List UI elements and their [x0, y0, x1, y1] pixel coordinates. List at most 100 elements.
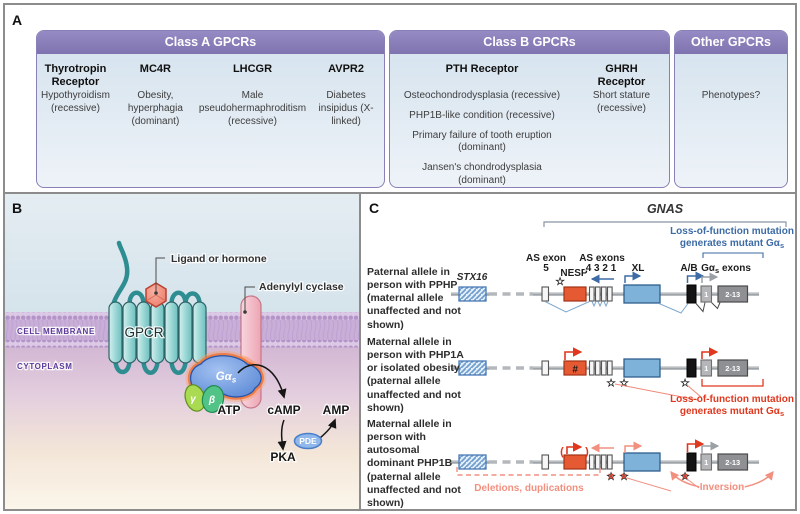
blue-note-bracket	[702, 252, 764, 258]
pde-enzyme	[293, 432, 323, 450]
phenotype: Male pseudohermaphroditism (recessive)	[198, 90, 307, 127]
star-cross-mark: ×	[608, 471, 614, 483]
mutation-star: ☆	[619, 471, 629, 483]
receptor-name: AVPR2	[328, 63, 364, 75]
panel-c-label: C	[369, 200, 380, 216]
camp-label: cAMP	[267, 403, 300, 417]
phenotype: Short stature (recessive)	[592, 90, 651, 114]
red-note-sub: s	[780, 409, 784, 418]
gamma-label: γ	[190, 394, 197, 405]
receptor-name: LHCGR	[232, 63, 273, 75]
inversion-label: Inversion	[700, 482, 744, 493]
gas-promoter-arrow	[701, 272, 719, 283]
receptor-name: GHRH Receptor	[597, 63, 646, 88]
mutation-star: ☆	[606, 471, 616, 483]
nesp-label: NESP	[560, 268, 588, 279]
panel-a-label: A	[12, 12, 23, 28]
ligand-label: Ligand or hormone	[171, 253, 267, 265]
red-connector-lines	[614, 383, 702, 401]
pka-label: PKA	[270, 450, 296, 464]
as-exons-numbers: 4 3 2 1	[586, 263, 617, 274]
column-other: Phenotypes?	[675, 60, 787, 110]
other-gpcrs-table: Other GPCRs Phenotypes?	[674, 30, 788, 188]
cell-membrane-label: CELL MEMBRANE	[17, 327, 95, 336]
phenotype: Jansen's chondrodysplasia (dominant)	[422, 162, 542, 186]
xl-label: XL	[632, 263, 645, 274]
xl-promoter-arrow	[624, 271, 642, 283]
mutation-stars: ☆ ☆ ☆	[606, 378, 690, 390]
as-exon-number: 5	[543, 263, 549, 274]
ac-pointer-dot	[243, 310, 247, 314]
row2-allele-description: Maternal allele in person with PHP1A or …	[367, 336, 464, 414]
phenotype: Primary failure of tooth eruption (domin…	[412, 129, 552, 154]
column-ghrh: GHRH Receptor Short stature (recessive)	[574, 60, 669, 187]
phenotype: Osteochondrodysplasia (recessive)	[403, 90, 561, 101]
salmon-connector-lines	[626, 477, 700, 492]
gas-sub-text: s	[715, 266, 719, 275]
receptor-name	[679, 60, 783, 90]
class-a-table: Class A GPCRs Thyrotropin Receptor Hypot…	[36, 30, 385, 188]
column-lhcgr: LHCGR Male pseudohermaphroditism (recess…	[197, 60, 308, 135]
ligand-pointer-dot	[154, 291, 158, 295]
pde-label: PDE	[299, 436, 317, 446]
nesp-conditional-arrow	[566, 442, 583, 454]
gnas-gene-title: GNAS	[647, 202, 684, 216]
column-thyrotropin: Thyrotropin Receptor Hypothyroidism (rec…	[37, 60, 114, 135]
figure-border	[3, 3, 797, 511]
pde-to-amp-arrow	[319, 418, 337, 439]
splicing-lines-dark	[695, 302, 721, 313]
stx16-label: STX16	[457, 272, 488, 283]
paren-open: (	[560, 446, 564, 458]
phenotype: Hypothyroidism (recessive)	[41, 90, 110, 114]
signaling-arrows	[237, 364, 337, 451]
row1-allele-description: Paternal allele in person with PPHP (mat…	[367, 266, 461, 331]
nesp-hash-mark: #	[572, 365, 578, 376]
splicing-lines-blue	[544, 301, 689, 314]
row2-marks: # ☆ ☆ ☆ Loss-of-function mutation genera…	[564, 347, 794, 418]
gnas-locus-diagram: 1 2-13 GNAS Loss-of-function mutation ge…	[449, 202, 794, 494]
gnas-bracket	[543, 221, 787, 227]
gpcr-label: GPCR	[124, 325, 163, 340]
column-pth: PTH Receptor Osteochondrodysplasia (rece…	[390, 60, 574, 187]
xl-promoter-arrow-salmon	[624, 441, 643, 453]
phenotype: PHP1B-like condition (recessive)	[409, 109, 555, 121]
ab-promoter-arrow	[686, 271, 705, 283]
g-alpha-text: Gα	[216, 371, 233, 383]
as-exons-label: AS exons	[579, 253, 625, 264]
red-note-line2: generates mutant Gαs	[680, 406, 784, 418]
column-mc4r: MC4R Obesity, hyperphagia (dominant)	[114, 60, 197, 135]
row2-gene	[449, 357, 761, 379]
nesp-active-arrow	[564, 347, 583, 360]
column-avpr2: AVPR2 Diabetes insipidus (X-linked)	[308, 60, 384, 135]
atp-label: ATP	[217, 403, 240, 417]
g-alpha-s-subunit	[185, 350, 267, 402]
blue-note-line2a: generates mutant Gα	[680, 238, 781, 249]
class-a-header: Class A GPCRs	[37, 31, 384, 54]
deletions-bracket	[456, 467, 601, 476]
mutation-star: ☆	[680, 378, 690, 390]
star-cross-mark: ×	[621, 471, 627, 483]
panel-divider-horizontal	[3, 192, 797, 194]
panel-divider-vertical	[359, 192, 361, 511]
row3-marks: ( ) Deletions, duplications ☆ ☆ ☆ × × ×	[456, 439, 774, 494]
gpcr-helices	[108, 301, 207, 364]
beta-label: β	[208, 395, 215, 406]
row3-gene	[449, 451, 761, 473]
blue-note-line2: generates mutant Gαs	[680, 238, 784, 250]
deletions-label: Deletions, duplications	[474, 483, 584, 494]
receptor-name: PTH Receptor	[445, 63, 519, 75]
blue-note-line1: Loss-of-function mutation	[670, 226, 794, 237]
mutation-star: ☆	[619, 378, 629, 390]
phenotype: Phenotypes?	[701, 90, 761, 101]
ab-label: A/B	[680, 263, 697, 274]
mutation-star: ☆	[555, 276, 565, 288]
other-gpcrs-header: Other GPCRs	[675, 31, 787, 54]
red-note-bracket	[701, 379, 764, 387]
gpcr-extracellular-loops	[110, 240, 202, 308]
red-note-line1: Loss-of-function mutation	[670, 394, 794, 405]
gas-text: Gα	[701, 263, 716, 274]
label-pointer-lines	[155, 257, 255, 312]
inversion-arc	[670, 471, 774, 490]
class-b-header: Class B GPCRs	[390, 31, 669, 54]
